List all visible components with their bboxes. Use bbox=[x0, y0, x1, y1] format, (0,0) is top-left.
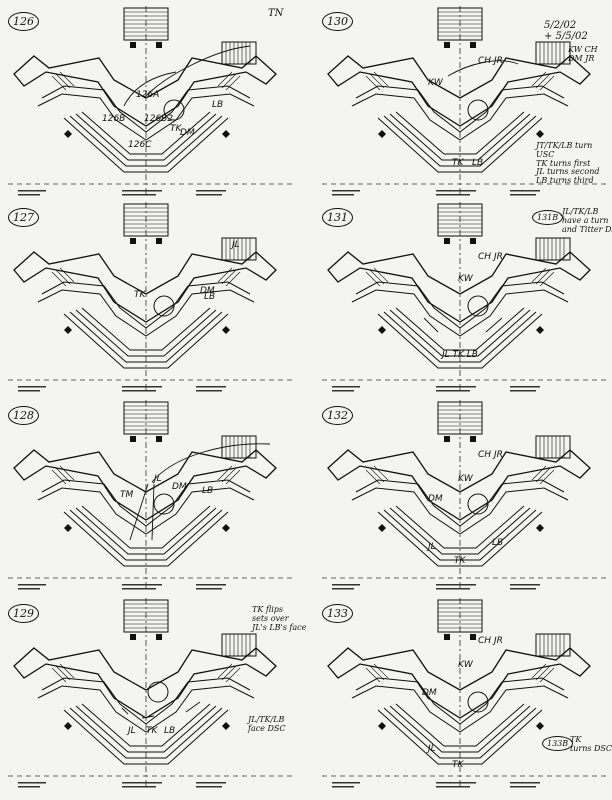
actor-label: TK bbox=[452, 158, 464, 168]
panel-number: 126 bbox=[8, 12, 39, 31]
actor-label: JL bbox=[232, 240, 240, 250]
actor-label: TM bbox=[120, 490, 134, 500]
actor-label: JL TK LB bbox=[442, 350, 478, 360]
actor-label: DM bbox=[172, 482, 187, 492]
actor-label: LB bbox=[204, 292, 216, 302]
date-note: 5/2/02 + 5/5/02 bbox=[544, 20, 588, 42]
blocking-note: JL/TK/LB face DSC bbox=[248, 715, 286, 733]
stage-diagram bbox=[7, 399, 297, 591]
panel-number: 132 bbox=[322, 406, 353, 425]
panel-number: 130 bbox=[322, 12, 353, 31]
actor-label: LB bbox=[202, 486, 214, 496]
stage-diagram bbox=[321, 201, 611, 393]
cue-tag: 133B bbox=[542, 736, 574, 751]
handwritten-note: TN bbox=[268, 8, 284, 19]
actor-label: CH bbox=[478, 56, 492, 66]
actor-label: TK bbox=[146, 726, 158, 736]
actor-label: KW bbox=[458, 660, 473, 670]
actor-label: KW bbox=[428, 78, 443, 88]
actor-label: TK bbox=[454, 556, 466, 566]
stage-diagram bbox=[321, 5, 611, 197]
actor-label: TK bbox=[452, 760, 464, 770]
blocking-note: JT/TK/LB turn USC TK turns first JL turn… bbox=[536, 141, 600, 186]
actor-label: TK bbox=[170, 124, 182, 134]
blocking-note: TK turns DSC bbox=[570, 735, 612, 753]
diagram-panel-129: 129 JL TK LB TK flips sets over JL's LB'… bbox=[4, 597, 307, 793]
actor-label: CH bbox=[478, 636, 492, 646]
panel-number: 131 bbox=[322, 208, 353, 227]
actor-label: DM bbox=[422, 688, 437, 698]
actor-label: KW bbox=[458, 274, 473, 284]
diagram-panel-133: 133 CH JR KW DM JL TK 133B TK turns DSC bbox=[318, 597, 612, 793]
actor-label: 126B2 bbox=[144, 114, 174, 124]
stage-diagram bbox=[321, 597, 611, 789]
diagram-panel-131: 131 CH JR KW JL TK LB 131B JL/TK/LB have… bbox=[318, 201, 612, 397]
panel-number: 133 bbox=[322, 604, 353, 623]
panel-number: 129 bbox=[8, 604, 39, 623]
diagram-panel-126: 126 TN 126A 126B 126B2 126C LB DM TK bbox=[4, 5, 304, 201]
stage-diagram bbox=[7, 201, 297, 393]
actor-label: JL bbox=[428, 744, 436, 754]
actor-label: 126A bbox=[136, 90, 160, 100]
diagram-panel-128: 128 JL TM DM LB bbox=[4, 399, 304, 595]
actor-label: JL bbox=[428, 542, 436, 552]
actor-label: JR bbox=[494, 252, 503, 262]
actor-label: TK bbox=[134, 290, 146, 300]
actor-label: JL bbox=[154, 474, 162, 484]
actor-label: KW bbox=[458, 474, 473, 484]
cue-tag: 131B bbox=[532, 210, 564, 225]
actor-label: LB bbox=[472, 158, 484, 168]
panel-number: 128 bbox=[8, 406, 39, 425]
stage-diagram bbox=[7, 597, 297, 789]
actor-label: 126B bbox=[102, 114, 126, 124]
blocking-note: JL/TK/LB have a turn and Titter DSC bbox=[562, 207, 612, 234]
actor-label: JR bbox=[494, 450, 503, 460]
diagram-panel-127: 127 JL DM TK LB bbox=[4, 201, 304, 397]
actor-label: LB bbox=[164, 726, 176, 736]
actor-label: 126C bbox=[128, 140, 152, 150]
stage-diagram bbox=[321, 399, 611, 591]
actor-label: CH bbox=[478, 252, 492, 262]
actor-label: LB bbox=[212, 100, 224, 110]
diagram-panel-132: 132 CH JR KW DM JL LB TK bbox=[318, 399, 612, 595]
diagram-panel-130: 130 5/2/02 + 5/5/02 KW CH DM JR CH JR KW… bbox=[318, 5, 612, 201]
blocking-note: TK flips sets over JL's LB's face bbox=[252, 605, 307, 632]
panel-number: 127 bbox=[8, 208, 39, 227]
actor-label: JR bbox=[494, 56, 503, 66]
actor-label: JL bbox=[128, 726, 136, 736]
actor-label: JR bbox=[494, 636, 503, 646]
actor-label: LB bbox=[492, 538, 504, 548]
actor-label: CH bbox=[478, 450, 492, 460]
actor-label: DM bbox=[180, 128, 195, 138]
actor-list-note: KW CH DM JR bbox=[568, 45, 598, 63]
stage-diagram bbox=[7, 5, 297, 197]
actor-label: DM bbox=[200, 286, 215, 296]
actor-label: DM bbox=[428, 494, 443, 504]
